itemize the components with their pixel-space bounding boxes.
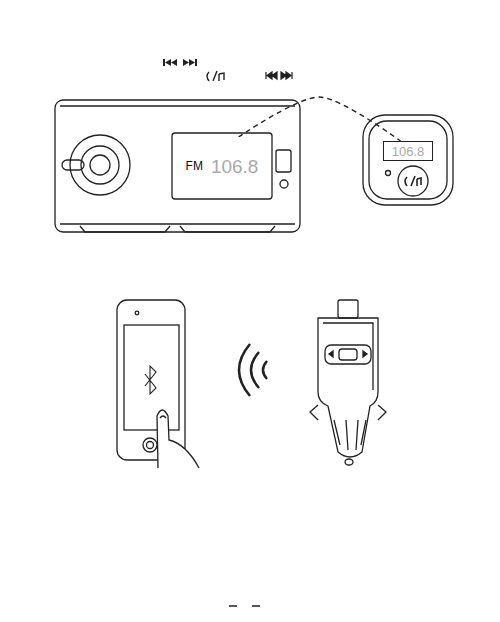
signal-waves [239, 344, 267, 396]
skip-icons [163, 59, 292, 79]
dashed-link [239, 97, 401, 141]
display-text: 106.8 [211, 157, 259, 176]
car-radio [55, 100, 300, 232]
display-text: FM [186, 160, 203, 172]
transmitter-front [363, 115, 453, 205]
page-marks [229, 605, 260, 606]
car-charger [310, 300, 386, 465]
smartphone [117, 300, 199, 468]
call-music-icon [207, 71, 224, 81]
display-panel: FM 106.8 [176, 137, 268, 195]
display-panel: 106.8 [383, 141, 433, 161]
display-text: 106.8 [392, 145, 425, 158]
